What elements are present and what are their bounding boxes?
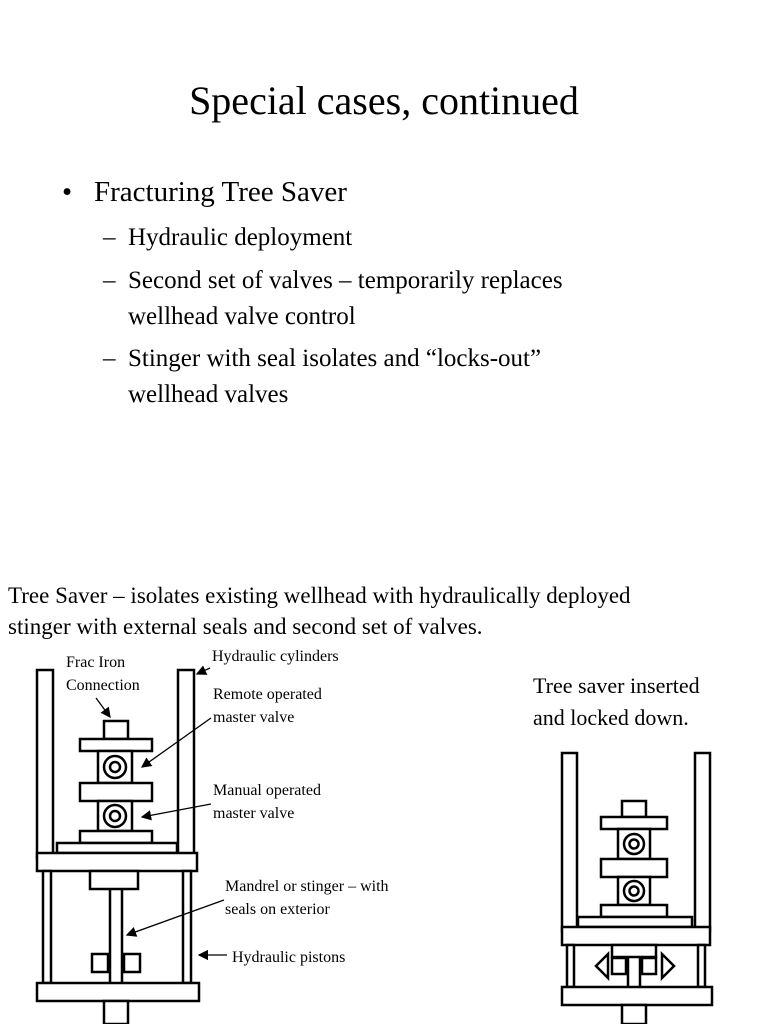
middle-flange [78, 781, 154, 803]
bullet-marker: • [62, 176, 73, 208]
piston-block-right [122, 952, 142, 974]
right-diagram-caption: Tree saver inserted and locked down. [533, 670, 763, 734]
right-cylinder-right [693, 751, 712, 933]
right-tree-saver-diagram [560, 751, 714, 1024]
diagram-caption: Tree Saver – isolates existing wellhead … [8, 580, 748, 642]
right-upper-flange [599, 815, 669, 831]
left-cylinder-left [35, 668, 55, 860]
label-hydraulic-cylinders: Hydraulic cylinders [212, 648, 339, 665]
label-frac-iron-connection: Frac Iron Connection [66, 654, 140, 694]
right-middle-flange [599, 857, 669, 879]
mandrel-bottom [102, 999, 130, 1024]
sub-item-second-set-of-valves: –Second set of valves – temporarily repl… [103, 263, 743, 335]
right-top-block [620, 799, 648, 819]
right-manual-valve-wheel-inner [628, 885, 640, 897]
label-mandrel-or-stinger: Mandrel or stinger – with seals on exter… [225, 878, 389, 918]
sub-item-text-continued: wellhead valves [128, 381, 289, 408]
right-remote-valve-wheel-inner [628, 838, 640, 850]
slide-title: Special cases, continued [189, 78, 579, 123]
label-hydraulic-pistons: Hydraulic pistons [232, 949, 346, 966]
lower-base-plate [35, 981, 201, 1003]
right-piston-arrow-left [594, 950, 610, 982]
manual-valve-wheel-inner [108, 809, 122, 823]
arrow-remote-valve [140, 717, 212, 768]
right-piston-block-right [640, 956, 658, 976]
right-stack-base-plate [576, 915, 694, 929]
caption-line: stinger with external seals and second s… [8, 614, 483, 639]
stack-base-plate [55, 841, 179, 855]
right-piston-housing-left [565, 943, 576, 989]
sub-item-dash: – [103, 345, 116, 372]
arrow-manual-valve [140, 803, 212, 821]
left-tree-saver-diagram [35, 668, 201, 1024]
mandrel-top-collar [88, 869, 140, 891]
caption-line: Tree Saver – isolates existing wellhead … [8, 583, 631, 608]
caption-line: and locked down. [533, 705, 689, 730]
piston-block-left [90, 952, 110, 974]
arrow-frac-iron [95, 697, 111, 719]
label-manual-operated-valve: Manual operated master valve [213, 782, 321, 822]
right-mandrel-bottom [620, 1003, 648, 1024]
sub-item-dash: – [103, 267, 116, 294]
lower-flange [78, 829, 154, 845]
left-cylinder-right [176, 668, 196, 860]
right-cylinder-left [560, 751, 579, 933]
sub-item-text: Second set of valves – temporarily repla… [128, 267, 563, 294]
right-piston-housing-right [696, 943, 707, 989]
sub-item-hydraulic-deployment: –Hydraulic deployment [103, 220, 743, 256]
sub-item-text: Hydraulic deployment [128, 224, 353, 251]
right-main-base-plate [560, 925, 712, 947]
right-mandrel-collar [610, 943, 658, 959]
bullet-text: Fracturing Tree Saver [94, 176, 347, 208]
frac-iron-top-block [102, 719, 130, 741]
right-piston-block-left [610, 956, 628, 976]
right-lower-base-plate [560, 985, 714, 1007]
sub-item-dash: – [103, 224, 116, 251]
label-remote-operated-valve: Remote operated master valve [213, 686, 322, 726]
upper-flange [78, 737, 154, 753]
arrow-mandrel [125, 899, 225, 937]
sub-item-text: Stinger with seal isolates and “locks-ou… [128, 345, 542, 372]
piston-housing-right [181, 869, 193, 985]
main-base-plate [35, 851, 199, 873]
arrow-hydraulic-cylinders [195, 665, 211, 675]
piston-housing-left [41, 869, 53, 985]
right-piston-arrow-right [660, 950, 676, 982]
caption-line: Tree saver inserted [533, 673, 700, 698]
right-lower-flange [599, 903, 669, 919]
bullet-fracturing-tree-saver: • Fracturing Tree Saver [62, 172, 347, 212]
remote-valve-wheel-inner [108, 760, 122, 774]
sub-item-text-continued: wellhead valve control [128, 303, 356, 330]
sub-item-stinger-with-seal: –Stinger with seal isolates and “locks-o… [103, 341, 743, 413]
